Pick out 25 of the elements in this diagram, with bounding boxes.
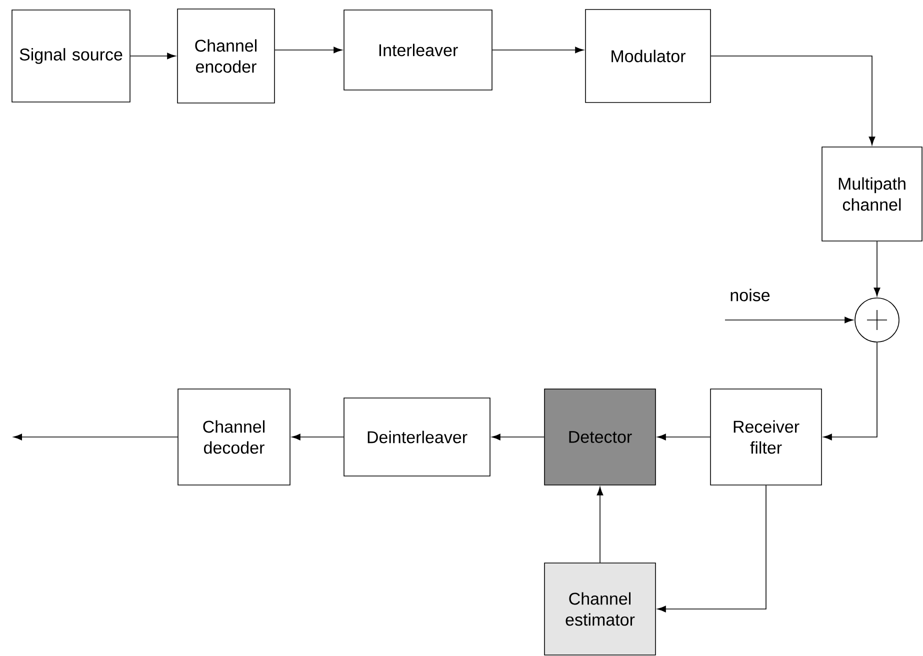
arrow	[823, 342, 878, 440]
adder-circle	[854, 298, 900, 342]
arrow	[724, 316, 854, 324]
process-box: Channel estimator	[544, 562, 656, 656]
arrow	[874, 241, 880, 296]
arrow	[130, 52, 176, 60]
process-box: Interleaver	[344, 10, 492, 90]
process-box: Modulator	[585, 9, 711, 103]
arrow	[13, 434, 178, 440]
process-box: Detector	[544, 388, 656, 486]
edge-label: noise	[730, 288, 770, 302]
arrow	[492, 434, 544, 440]
process-box: Signal source	[12, 10, 130, 102]
arrow	[492, 46, 584, 54]
arrow	[596, 486, 604, 563]
arrow	[710, 56, 876, 146]
process-box: Multipath channel	[822, 146, 922, 242]
arrow	[657, 485, 766, 612]
process-box: Channel encoder	[177, 8, 275, 104]
arrow	[292, 434, 344, 440]
process-box: Deinterleaver	[344, 398, 490, 476]
process-box: Receiver filter	[710, 388, 822, 486]
process-box: Channel decoder	[178, 388, 290, 486]
arrow	[274, 46, 342, 54]
arrow	[657, 434, 710, 440]
